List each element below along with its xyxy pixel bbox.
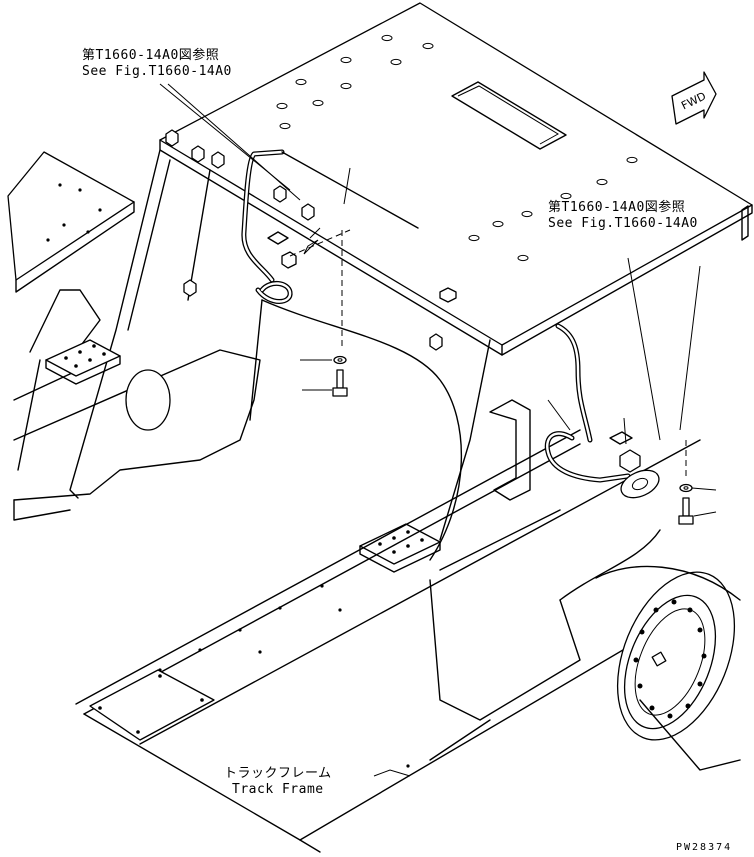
bolt-washer-right <box>678 440 717 525</box>
line-clamps <box>183 145 660 499</box>
leader-lines <box>159 83 701 777</box>
ref-callout-left-jp: 第T1660-14A0図参照 <box>82 48 220 63</box>
ref-callout-right-jp: 第T1660-14A0図参照 <box>548 200 686 215</box>
forward-arrow-icon: FWD <box>671 71 717 125</box>
deck-plate <box>159 2 753 356</box>
u-bracket <box>489 399 531 501</box>
sprocket-hub <box>595 565 741 771</box>
track-frame <box>75 429 701 853</box>
frame-side-wall <box>13 149 261 521</box>
left-frame-section <box>7 151 135 293</box>
hose-line-right <box>544 323 631 483</box>
track-frame-label-en: Track Frame <box>232 782 324 797</box>
ref-callout-right: 第T1660-14A0図参照 See Fig.T1660-14A0 <box>548 200 698 232</box>
bolt-washer-left <box>289 229 351 397</box>
ref-callout-left-en: See Fig.T1660-14A0 <box>82 64 232 79</box>
center-mount-pad <box>359 523 441 573</box>
left-mount-pad <box>45 339 121 385</box>
hose-line-left <box>241 149 419 304</box>
center-curved-plate <box>249 299 491 561</box>
track-frame-label: トラックフレーム Track Frame <box>224 766 332 798</box>
ref-callout-left: 第T1660-14A0図参照 See Fig.T1660-14A0 <box>82 48 232 80</box>
ref-callout-right-en: See Fig.T1660-14A0 <box>548 216 698 231</box>
drawing-code: PW28374 <box>676 842 733 853</box>
track-frame-label-jp: トラックフレーム <box>224 766 332 781</box>
